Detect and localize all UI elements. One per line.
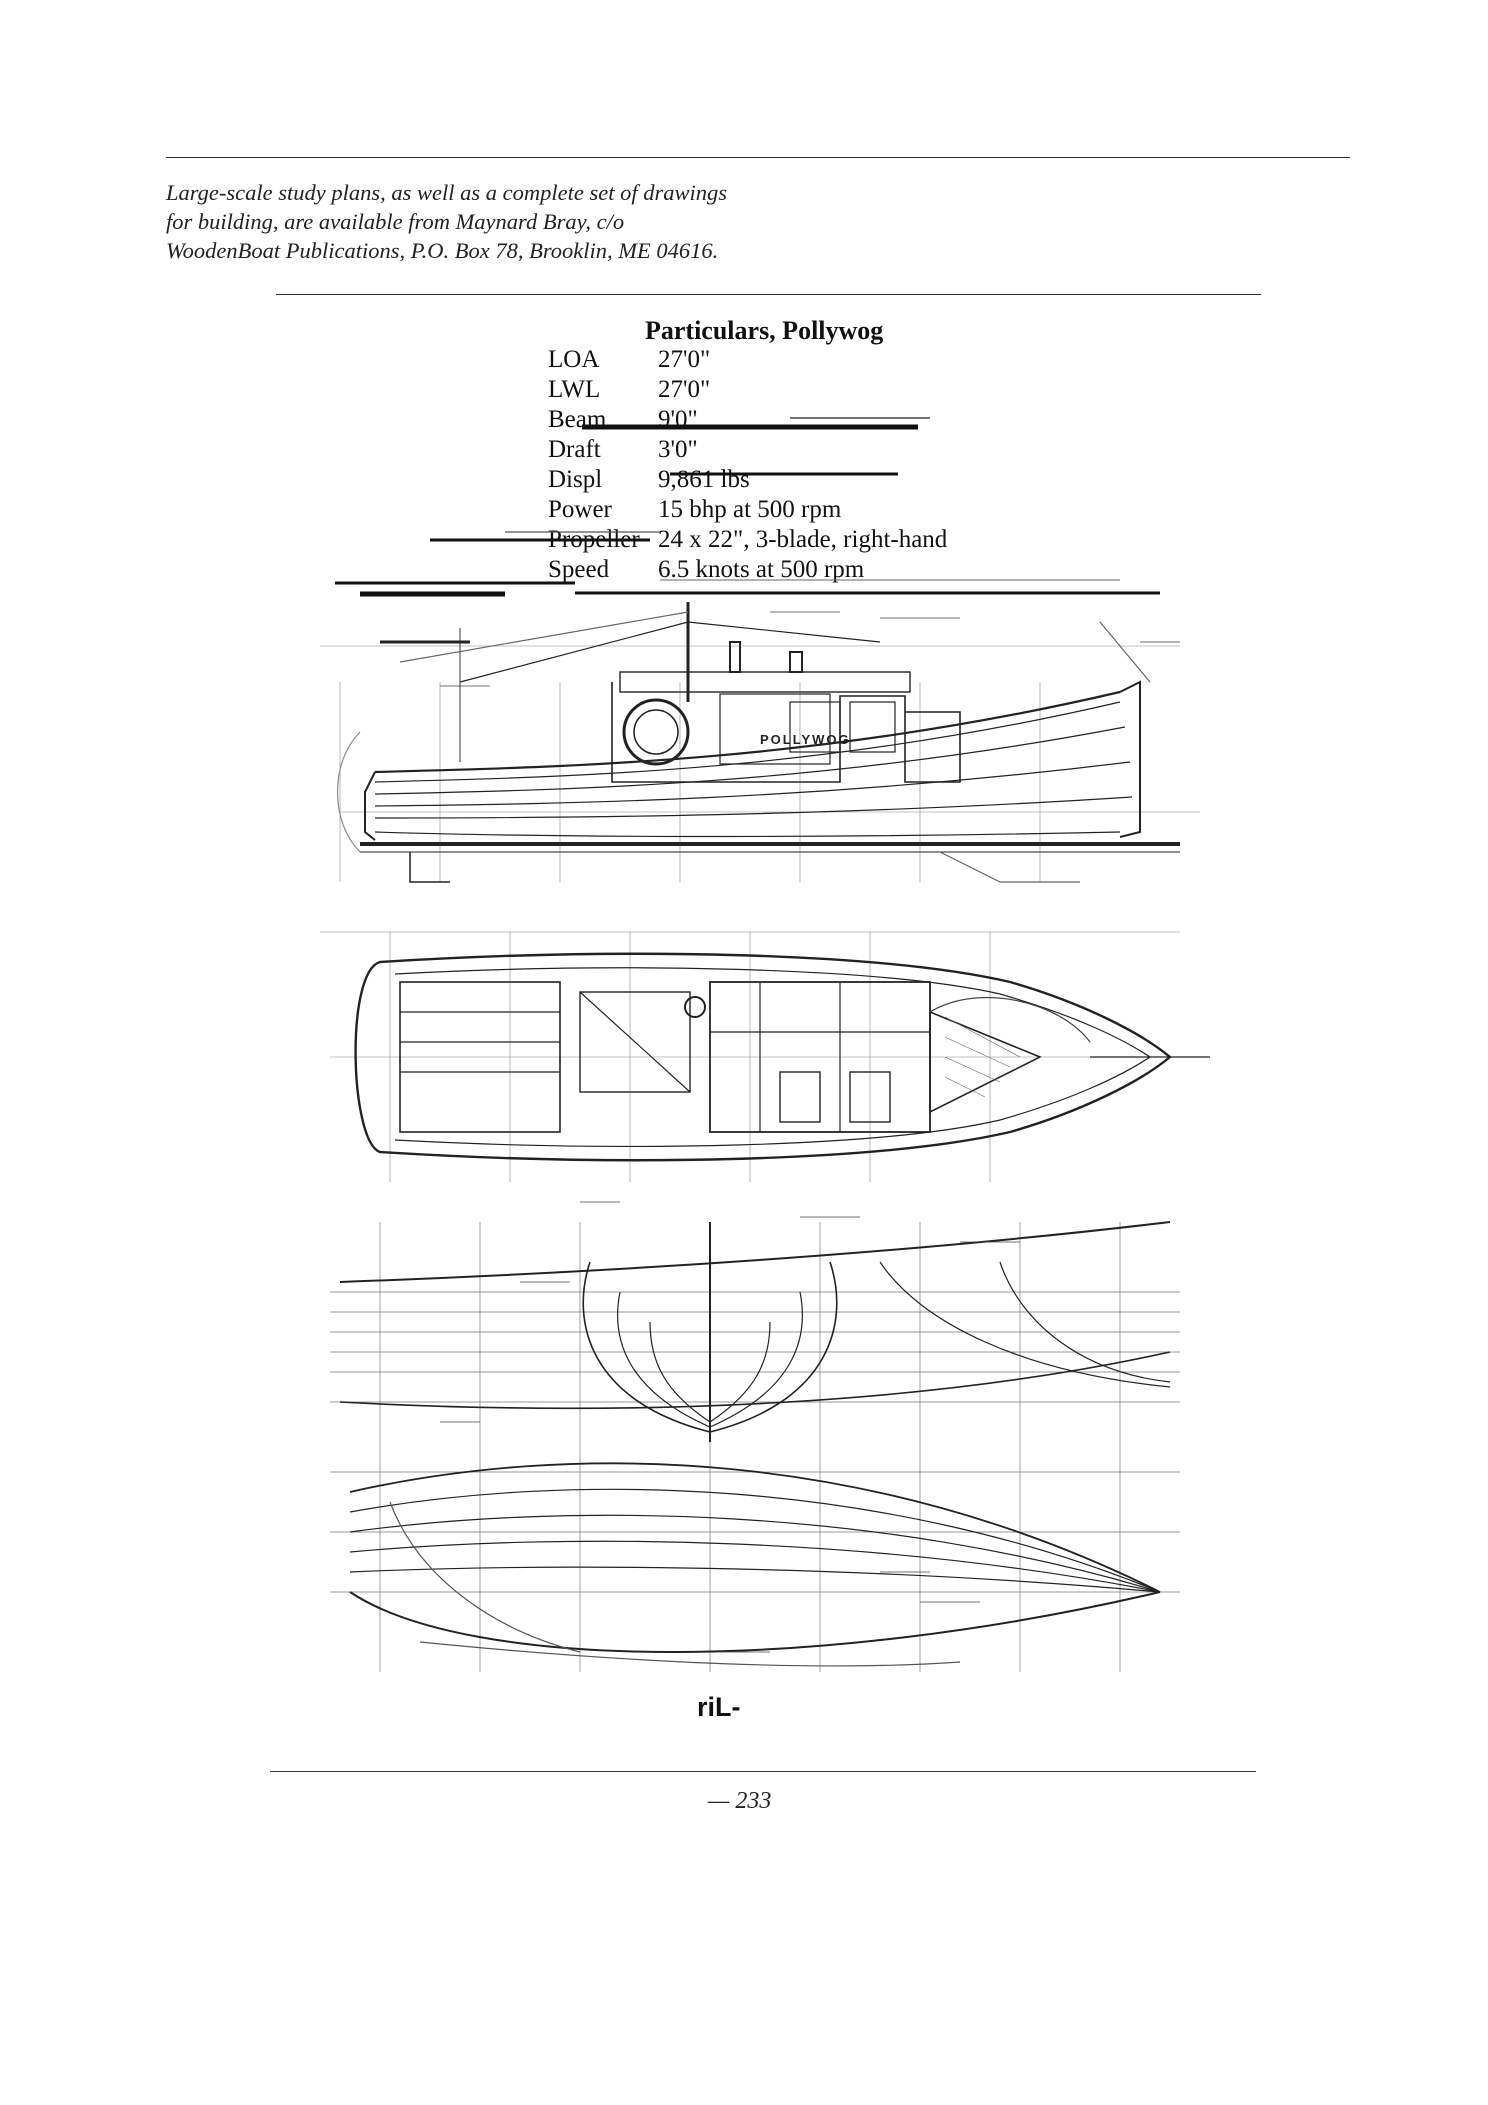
deck-plan-view — [320, 931, 1210, 1182]
boat-name-lettering: POLLYWOG — [760, 732, 851, 747]
profile-view — [320, 602, 1200, 883]
spec-value: 27'0" — [658, 346, 711, 373]
spec-value: 9,861 lbs — [658, 466, 750, 493]
spec-label: Displ — [548, 466, 603, 493]
spec-label: Speed — [548, 556, 610, 583]
spec-row: Draft 3'0" — [548, 435, 698, 465]
availability-line: Large-scale study plans, as well as a co… — [166, 180, 728, 205]
lines-plan-view — [330, 1221, 1180, 1672]
spec-value: 15 bhp at 500 rpm — [658, 496, 842, 523]
spec-label: Draft — [548, 436, 601, 463]
spec-row: Speed 6.5 knots at 500 rpm — [548, 555, 864, 585]
top-rule — [166, 157, 1350, 158]
spec-label: LOA — [548, 346, 600, 373]
spec-row: LOA 27'0" — [548, 345, 710, 375]
boat-plans-drawing: POLLYWOG — [320, 602, 1210, 1672]
page-number: — 233 — [708, 1788, 772, 1814]
availability-line: for building, are available from Maynard… — [166, 209, 625, 234]
drawing-label: riL- — [697, 1692, 741, 1722]
bottom-rule — [270, 1771, 1256, 1772]
spec-value: 24 x 22", 3-blade, right-hand — [658, 526, 948, 553]
spec-label: Power — [548, 496, 612, 523]
spec-label: LWL — [548, 376, 601, 403]
spec-value: 27'0" — [658, 376, 711, 403]
scan-artifact-lines — [335, 417, 1160, 597]
spec-value: 3'0" — [658, 436, 698, 463]
spec-row: LWL 27'0" — [548, 375, 710, 405]
availability-line: WoodenBoat Publications, P.O. Box 78, Br… — [166, 238, 719, 263]
availability-note: Large-scale study plans, as well as a co… — [166, 178, 866, 265]
spec-row: Displ 9,861 lbs — [548, 465, 750, 495]
spec-row: Power 15 bhp at 500 rpm — [548, 495, 841, 525]
spec-value: 6.5 knots at 500 rpm — [658, 556, 865, 583]
particulars-title: Particulars, Pollywog — [645, 316, 884, 345]
section-rule — [276, 294, 1261, 295]
